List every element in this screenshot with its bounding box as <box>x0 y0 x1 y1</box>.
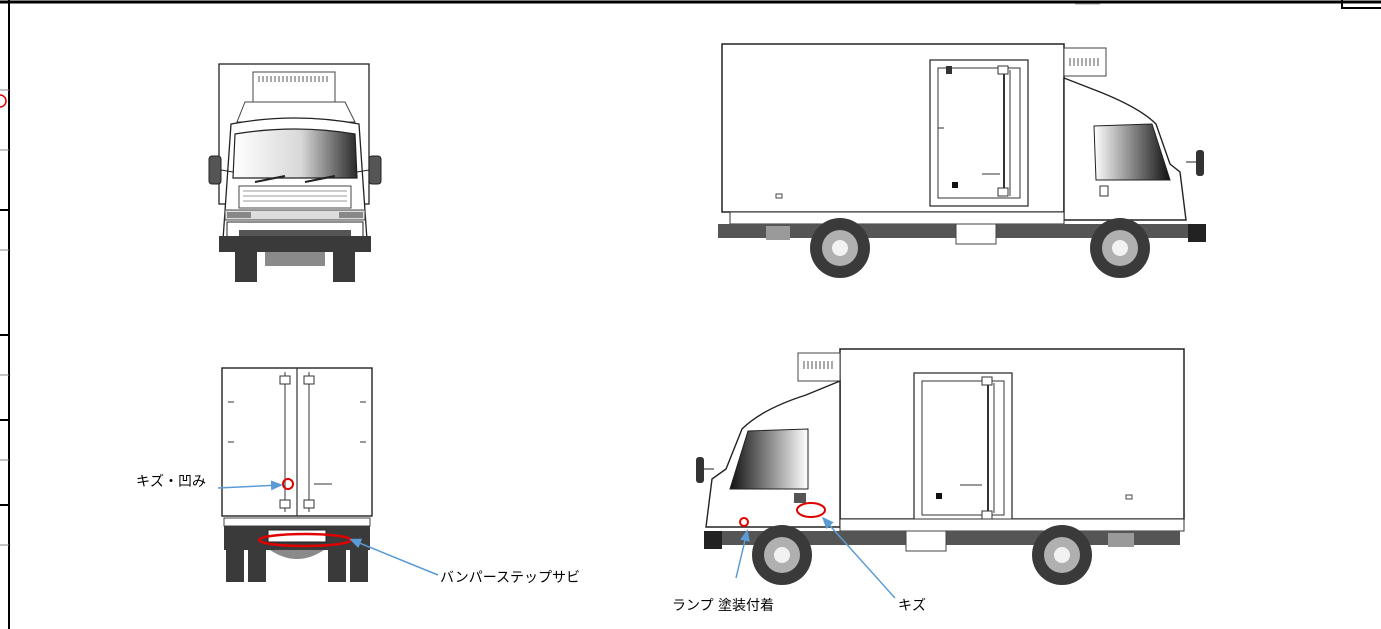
side-scratch-arrow <box>821 516 896 599</box>
lamp-paint-arrow <box>735 529 750 579</box>
truck-left-side-view <box>696 348 1185 585</box>
label-rear-scratch-dent: キズ・凹み <box>136 474 206 490</box>
rear-dent-marker <box>282 478 294 490</box>
truck-right-side-view <box>718 43 1206 278</box>
label-side-scratch: キズ <box>898 598 926 614</box>
rear-dent-arrow <box>217 480 283 491</box>
truck-front-view <box>208 63 382 282</box>
label-lamp-paint: ランプ 塗装付着 <box>672 598 775 614</box>
label-bumper-step-rust: バンパーステップサビ <box>440 570 580 586</box>
side-scratch-marker <box>796 502 826 518</box>
lamp-paint-marker <box>739 517 749 527</box>
bumper-rust-arrow <box>349 538 439 576</box>
bumper-rust-marker <box>257 532 353 548</box>
